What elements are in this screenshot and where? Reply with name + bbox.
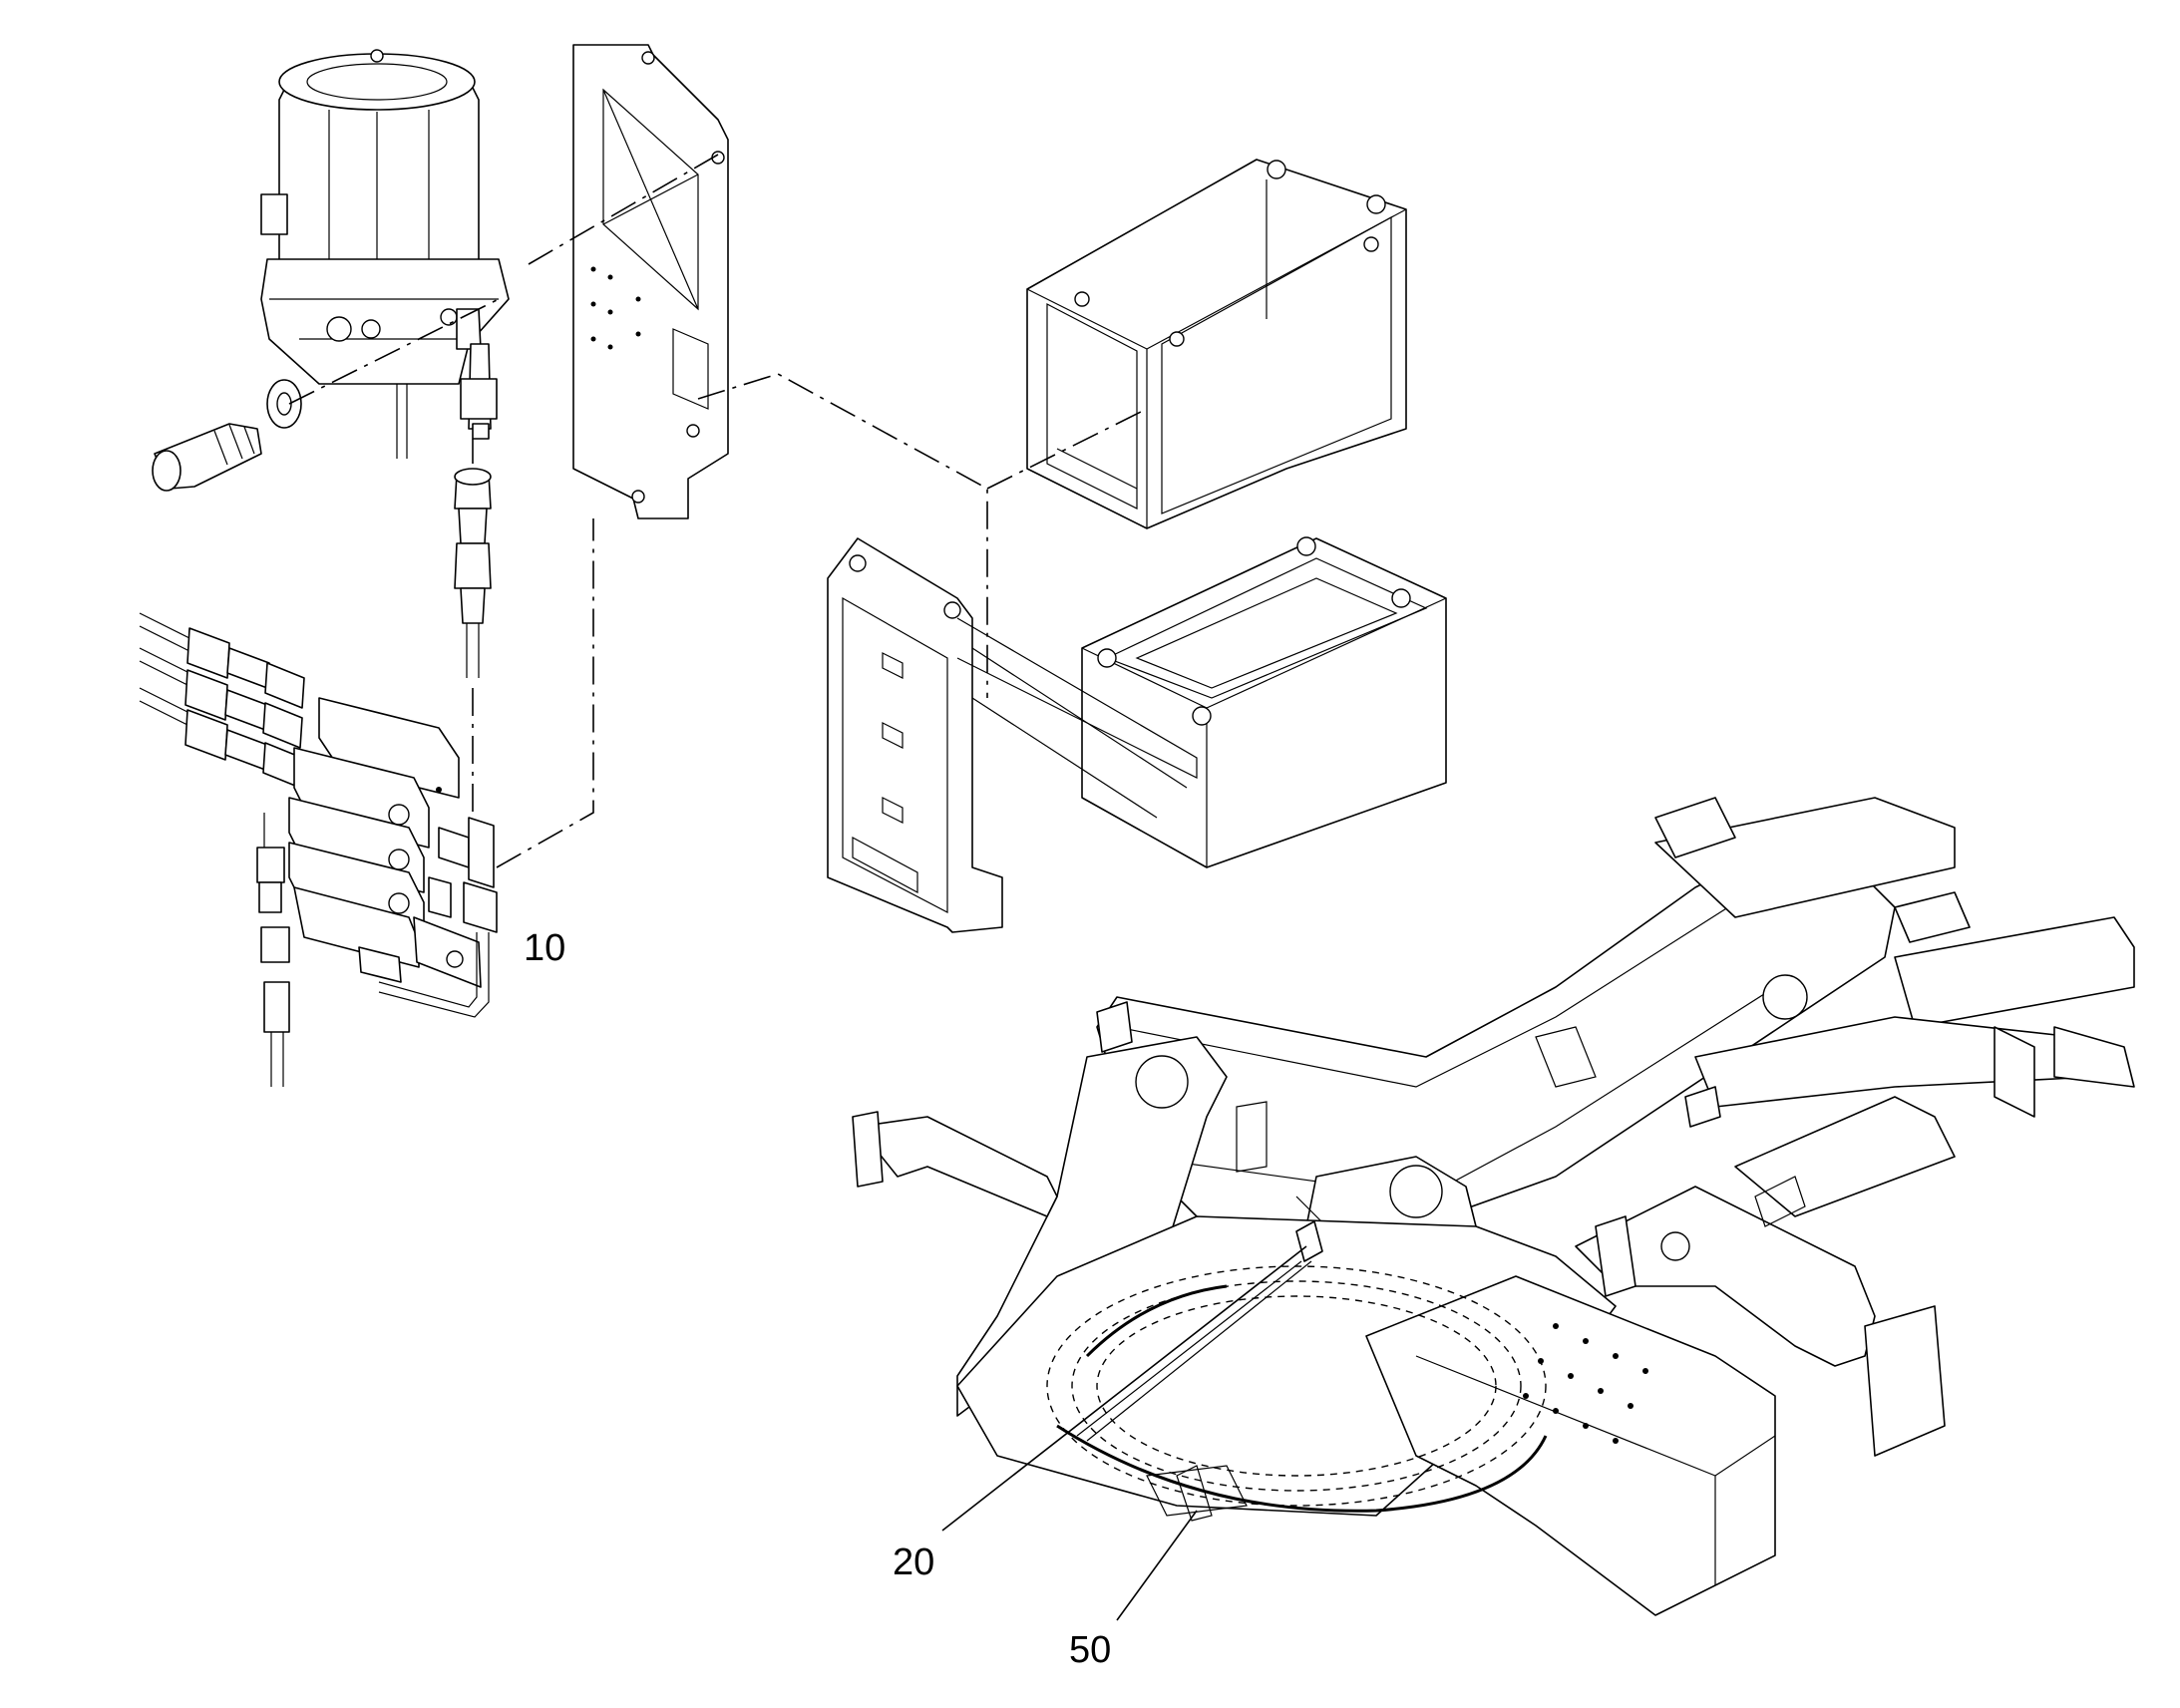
- callout-10: 10: [524, 927, 566, 969]
- side-support-frame: [827, 537, 1198, 933]
- washer: [266, 379, 302, 429]
- distributor-block: [139, 612, 498, 1087]
- callout-50: 50: [1069, 1629, 1112, 1671]
- pump-outlet-fittings: [454, 468, 492, 678]
- box-frame-lower: [1081, 536, 1447, 868]
- callout-leaders: [941, 1245, 1307, 1621]
- chassis-frame: [852, 797, 2135, 1616]
- assembly-lines: [288, 154, 1148, 868]
- lubrication-hose-lines: [1076, 1220, 1323, 1522]
- box-frame-upper: [1026, 159, 1407, 529]
- slewing-ring: [1046, 1265, 1548, 1513]
- callout-20: 20: [893, 1541, 935, 1583]
- mounting-screw: [152, 423, 262, 492]
- grease-pump: [260, 49, 510, 459]
- mounting-plate: [572, 44, 729, 519]
